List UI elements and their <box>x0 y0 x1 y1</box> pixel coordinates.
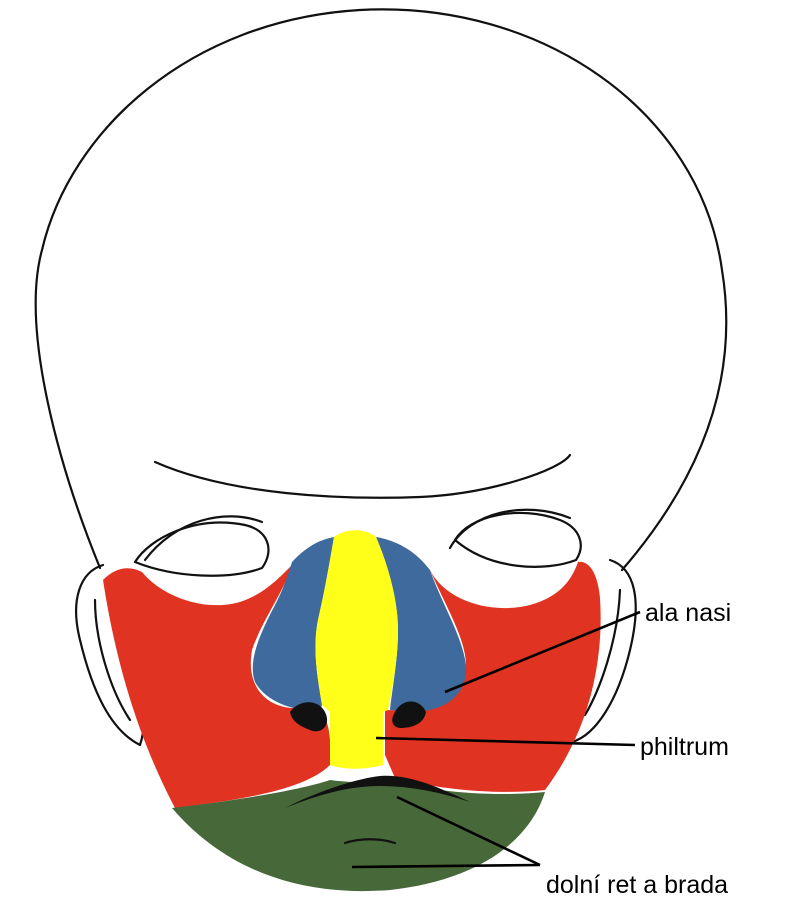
right-eyelid <box>450 510 570 548</box>
cranium-outline <box>36 9 727 570</box>
right-eye <box>455 513 581 567</box>
lower-lip-chin-label: dolní ret a brada <box>546 871 728 899</box>
philtrum-label: philtrum <box>640 733 729 761</box>
brow-line <box>155 455 570 498</box>
ala-nasi-label: ala nasi <box>645 599 731 627</box>
